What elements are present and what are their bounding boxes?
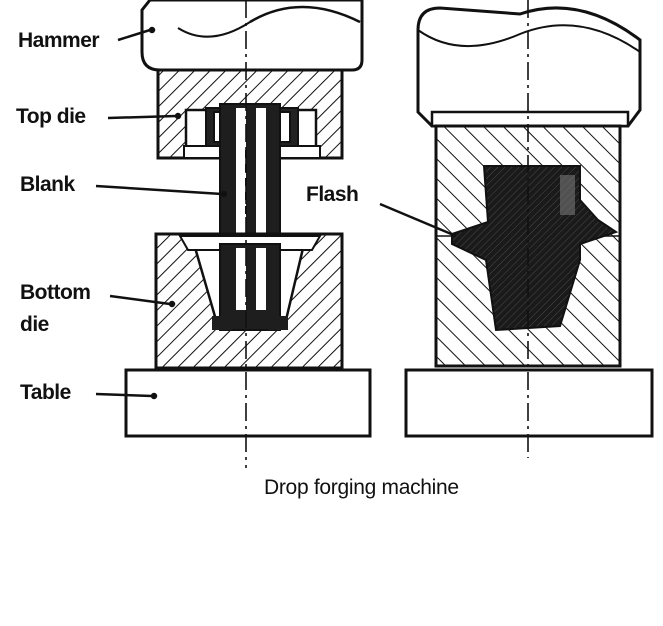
- label-hammer: Hammer: [18, 29, 100, 52]
- leader-flash: [379, 202, 457, 238]
- right-forging: [451, 165, 619, 332]
- label-blank: Blank: [20, 173, 75, 196]
- leader-blank-dot: [220, 190, 228, 198]
- right-hammer: [416, 6, 642, 128]
- leader-table-dot: [150, 392, 158, 400]
- leader-bottom-die-dot: [168, 300, 176, 308]
- leader-blank: [95, 184, 223, 196]
- left-hammer: [140, 0, 364, 72]
- label-top-die: Top die: [16, 105, 86, 128]
- label-flash: Flash: [306, 183, 359, 206]
- leader-top-die-dot: [174, 112, 182, 120]
- label-die: die: [20, 313, 49, 336]
- diagram-caption: Drop forging machine: [264, 476, 459, 499]
- leader-hammer: [117, 28, 151, 42]
- left-table: [124, 368, 372, 438]
- label-table: Table: [20, 381, 71, 404]
- leader-bottom-die: [109, 294, 171, 306]
- left-bottom-die: [154, 232, 344, 370]
- leader-lines: [95, 26, 457, 400]
- label-bottom: Bottom: [20, 281, 91, 304]
- leader-table: [95, 392, 153, 398]
- leader-top-die: [107, 114, 177, 120]
- right-table: [404, 368, 654, 438]
- leader-hammer-dot: [148, 26, 156, 34]
